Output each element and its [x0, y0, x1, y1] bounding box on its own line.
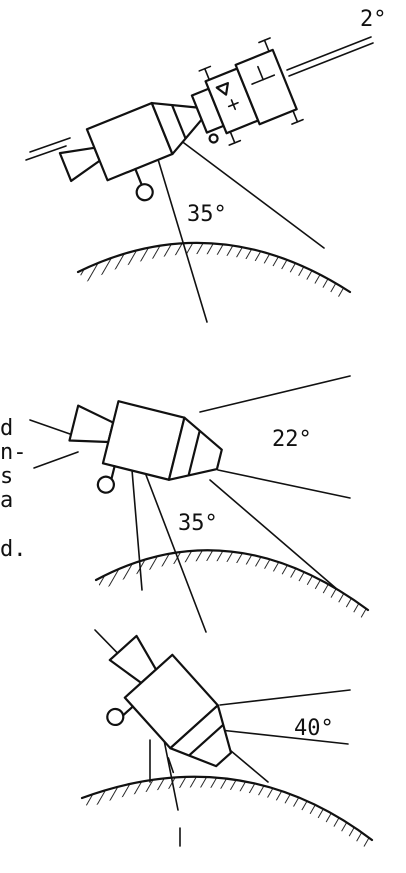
panel-2: 22° 35° — [29, 375, 370, 633]
caption-fragment-1: d — [0, 416, 13, 441]
cropped-caption-text: d n- s a d. — [0, 416, 27, 562]
angle-label-1b: 35° — [187, 202, 227, 227]
caption-fragment-5: d. — [0, 537, 27, 562]
angle-label-2b: 35° — [178, 511, 218, 536]
angle-label-2a: 22° — [272, 427, 312, 452]
caption-fragment-4: a — [0, 488, 13, 513]
earth-horizon-1 — [76, 241, 352, 300]
caption-fragment-3: s — [0, 464, 13, 489]
spacecraft-csm-3 — [106, 634, 233, 774]
panel-1: 2° 35° — [25, 7, 387, 323]
earth-horizon-3 — [80, 775, 374, 848]
panel-3: 40° — [80, 629, 374, 848]
sight-lines-2 — [29, 375, 351, 633]
angle-label-1a: 2° — [360, 7, 387, 32]
spacecraft-csm-2 — [68, 400, 223, 494]
angle-label-3a: 40° — [294, 716, 334, 741]
earth-horizon-2 — [94, 549, 370, 618]
spacecraft-docked-1 — [58, 37, 304, 202]
caption-fragment-2: n- — [0, 440, 27, 465]
